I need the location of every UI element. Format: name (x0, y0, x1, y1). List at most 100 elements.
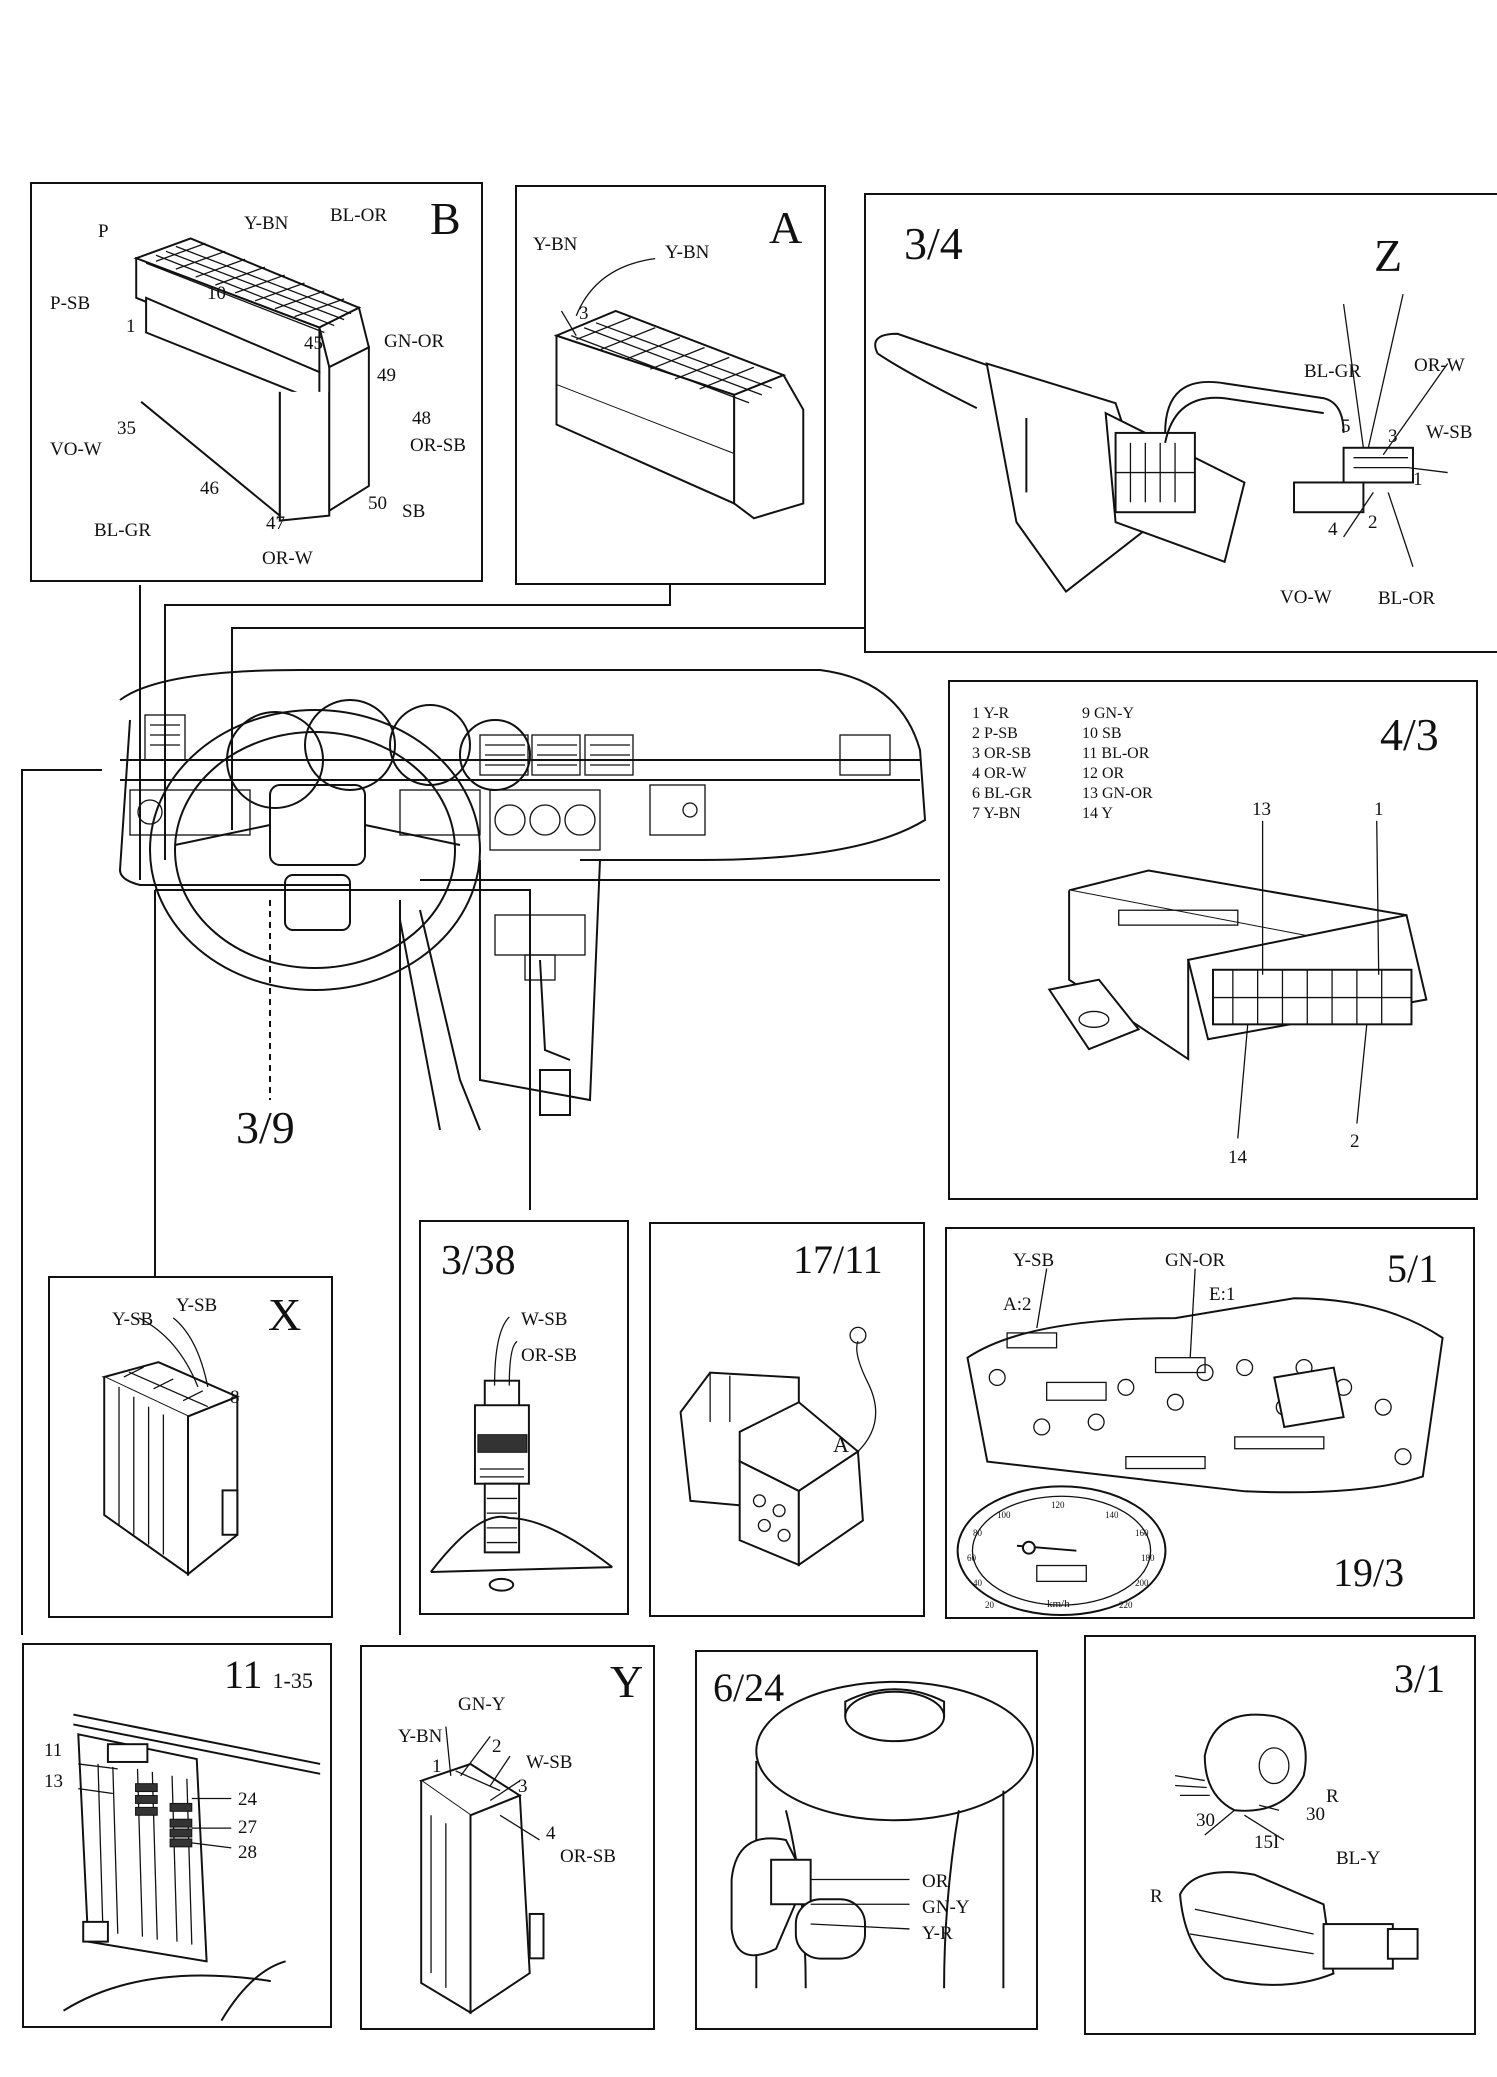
wire-label: GN-Y (458, 1694, 506, 1715)
wire-label: OR-SB (521, 1345, 577, 1366)
wire-label: Y-BN (533, 234, 578, 255)
pin-label: 8 (230, 1387, 240, 1408)
panel-z: 3/4 Z BL-GR OR-W 5 3 W-SB 1 4 2 VO-W BL-… (864, 193, 1497, 653)
legend-entry: 10 SB (1082, 725, 1122, 742)
terminal-label: 30 (1196, 1810, 1215, 1831)
wire-label: BL-GR (1304, 361, 1361, 382)
pin-label: 45 (304, 333, 323, 354)
panel-4-3: 1 Y-R 2 P-SB 3 OR-SB 4 OR-W 6 BL-GR 7 Y-… (948, 680, 1478, 1200)
panel-17-11: 17/11 A (649, 1222, 925, 1617)
gauge-tick: 140 (1105, 1510, 1119, 1520)
wire-label: GN-Y (922, 1897, 970, 1918)
fuse-label: 13 (44, 1771, 63, 1792)
wire-label: BL-OR (330, 205, 387, 226)
instrument-cluster-drawing (956, 1268, 1444, 1617)
ignition-switch-drawing (1174, 1713, 1419, 1986)
panel-11-title: 11 1-35 (224, 1655, 313, 1695)
pin-label: 3 (518, 1776, 528, 1797)
panel-3-38: 3/38 W-SB OR-SB (419, 1220, 629, 1615)
legend-entry: 3 OR-SB (972, 745, 1032, 762)
gauge-tick: 40 (973, 1578, 982, 1588)
panel-z-title: Z (1374, 230, 1403, 281)
pin-label: 2 (1368, 512, 1378, 533)
wire-label: OR-SB (410, 435, 466, 456)
wire-label: W-SB (521, 1309, 568, 1330)
panel-a-title: A (769, 202, 803, 253)
wire-label: GN-OR (384, 331, 445, 352)
panel-b: B P Y-BN BL-OR P-SB 1 10 45 GN-OR 49 48 … (30, 182, 483, 582)
wire-label: SB (402, 501, 426, 522)
gauge-tick: 100 (997, 1510, 1011, 1520)
terminal-label: 30 (1306, 1804, 1325, 1825)
gauge-unit: km/h (1047, 1598, 1070, 1610)
brake-switch-drawing (430, 1316, 613, 1592)
gauge-tick: 120 (1051, 1500, 1065, 1510)
panel-b-title: B (430, 193, 461, 244)
dashboard-drawing (118, 669, 927, 1131)
panel-3-1: 3/1 R 30 30 15I BL-Y R (1084, 1635, 1476, 2035)
pin-label: 3 (579, 303, 589, 324)
fuse-label: 28 (238, 1842, 257, 1863)
wire-label: Y-SB (1013, 1250, 1055, 1271)
panel-3-1-title: 3/1 (1394, 1656, 1446, 1701)
gauge-tick: 200 (1135, 1578, 1149, 1588)
panel-a: A Y-BN Y-BN 3 (515, 185, 826, 585)
gauge-tick: 60 (967, 1553, 976, 1563)
wire-label: W-SB (526, 1752, 573, 1773)
wire-label: P-SB (50, 293, 91, 314)
relay-4-3-drawing (1047, 820, 1428, 1139)
fuse-label: 27 (238, 1817, 257, 1838)
legend-entry: 11 BL-OR (1082, 745, 1150, 762)
wire-legend-right: 9 GN-Y 10 SB 11 BL-OR 12 OR 13 GN-OR 14 … (1082, 704, 1153, 824)
wire-label: Y-BN (665, 242, 710, 263)
legend-entry: 14 Y (1082, 805, 1113, 822)
wire-label: P (98, 221, 109, 242)
component-17-11-drawing (679, 1326, 877, 1567)
pin-label: 1 (126, 316, 136, 337)
wire-label: OR-W (1414, 355, 1465, 376)
panel-11-range: 1-35 (272, 1668, 313, 1693)
pin-label: 4 (546, 1823, 556, 1844)
panel-5-1: 5/1 Y-SB GN-OR A:2 E:1 19/3 20 40 60 80 … (945, 1227, 1475, 1619)
connector-y-drawing (419, 1726, 545, 2015)
wire-label: OR (922, 1871, 949, 1892)
component-label: A (833, 1432, 849, 1457)
panel-x: X Y-SB Y-SB 8 (48, 1276, 333, 1618)
horn-contact-drawing (730, 1680, 1035, 1989)
wire-label: VO-W (1280, 587, 1332, 608)
connector-b-drawing (133, 237, 371, 522)
wire-label: BL-GR (94, 520, 151, 541)
connector-a-drawing (553, 258, 805, 520)
terminal-label: R (1150, 1886, 1163, 1907)
wire-label: Y-SB (112, 1309, 154, 1330)
legend-entry: 1 Y-R (972, 705, 1010, 722)
gauge-tick: 160 (1135, 1528, 1149, 1538)
legend-entry: 12 OR (1082, 765, 1125, 782)
legend-entry: 7 Y-BN (972, 805, 1021, 822)
pin-label: 46 (200, 478, 219, 499)
gauge-tick: 20 (985, 1600, 994, 1610)
connector-x-drawing (101, 1317, 240, 1577)
pin-label: 3 (1388, 426, 1398, 447)
panel-y: Y GN-Y Y-BN 2 W-SB 1 3 4 OR-SB (360, 1645, 655, 2030)
panel-17-11-title: 17/11 (793, 1237, 883, 1282)
wire-label: Y-BN (244, 213, 289, 234)
pin-label: 35 (117, 418, 136, 439)
legend-entry: 9 GN-Y (1082, 705, 1134, 722)
wire-legend-left: 1 Y-R 2 P-SB 3 OR-SB 4 OR-W 6 BL-GR 7 Y-… (972, 704, 1032, 824)
legend-entry: 13 GN-OR (1082, 785, 1153, 802)
terminal-label: 15I (1254, 1832, 1280, 1853)
connector-label: A:2 (1003, 1294, 1032, 1315)
pin-label: 10 (207, 283, 226, 304)
switch-z-drawing (874, 293, 1449, 593)
pin-label: 1 (432, 1756, 442, 1777)
fuse-label: 11 (44, 1740, 63, 1761)
legend-entry: 2 P-SB (972, 725, 1018, 742)
pin-label: 1 (1413, 469, 1423, 490)
panel-5-1-title: 5/1 (1387, 1246, 1439, 1291)
wire-label: W-SB (1426, 422, 1473, 443)
fuse-box-drawing (62, 1713, 321, 2022)
panel-y-title: Y (610, 1656, 644, 1707)
panel-4-3-title: 4/3 (1380, 709, 1439, 760)
wire-label: BL-Y (1336, 1848, 1381, 1869)
